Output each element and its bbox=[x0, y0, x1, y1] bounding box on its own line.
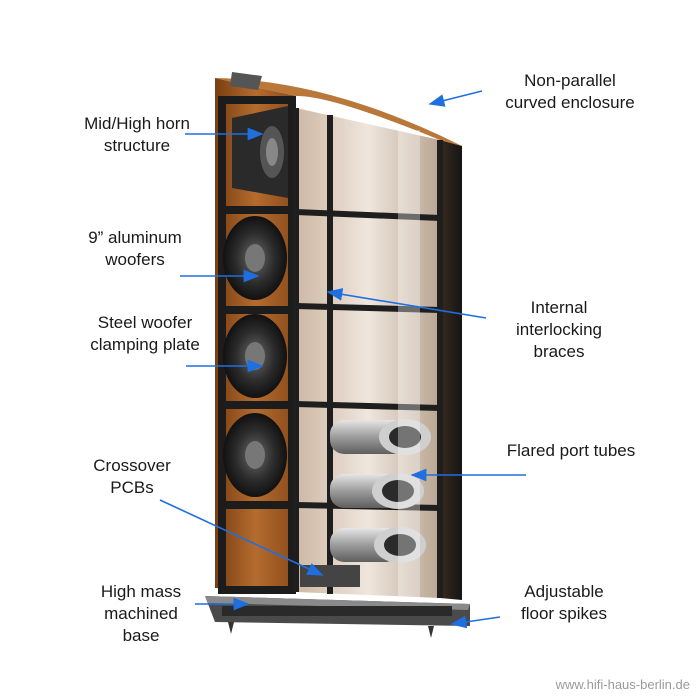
label-line: braces bbox=[494, 341, 624, 363]
label-line: floor spikes bbox=[500, 603, 628, 625]
label-line: Steel woofer bbox=[80, 312, 210, 334]
arrow-enclosure bbox=[430, 91, 482, 104]
label-woofer-plate: Steel woofer clamping plate bbox=[80, 312, 210, 356]
label-braces: Internal interlocking braces bbox=[494, 297, 624, 363]
label-line: Adjustable bbox=[500, 581, 628, 603]
base-plate bbox=[205, 596, 470, 626]
label-floor-spikes: Adjustable floor spikes bbox=[500, 581, 628, 625]
label-crossover-pcbs: Crossover PCBs bbox=[82, 455, 182, 499]
label-mid-high-horn: Mid/High horn structure bbox=[68, 113, 206, 157]
label-line: Internal bbox=[494, 297, 624, 319]
mid-high-horn bbox=[232, 106, 288, 198]
label-line: Mid/High horn bbox=[68, 113, 206, 135]
label-line: Non-parallel bbox=[480, 70, 660, 92]
label-line: Crossover bbox=[82, 455, 182, 477]
label-line: curved enclosure bbox=[480, 92, 660, 114]
side-panel bbox=[440, 140, 462, 600]
label-line: base bbox=[88, 625, 194, 647]
label-line: clamping plate bbox=[80, 334, 210, 356]
label-aluminum-woofers: 9” aluminum woofers bbox=[70, 227, 200, 271]
watermark: www.hifi-haus-berlin.de bbox=[556, 677, 690, 692]
label-line: woofers bbox=[70, 249, 200, 271]
label-line: PCBs bbox=[82, 477, 182, 499]
label-line: interlocking bbox=[494, 319, 624, 341]
label-line: structure bbox=[68, 135, 206, 157]
label-line: machined bbox=[88, 603, 194, 625]
woofers bbox=[223, 216, 287, 497]
label-line: 9” aluminum bbox=[70, 227, 200, 249]
label-line: High mass bbox=[88, 581, 194, 603]
label-port-tubes: Flared port tubes bbox=[486, 440, 656, 462]
label-enclosure: Non-parallel curved enclosure bbox=[480, 70, 660, 114]
label-base: High mass machined base bbox=[88, 581, 194, 647]
label-line: Flared port tubes bbox=[486, 440, 656, 462]
light-streak bbox=[398, 130, 420, 600]
